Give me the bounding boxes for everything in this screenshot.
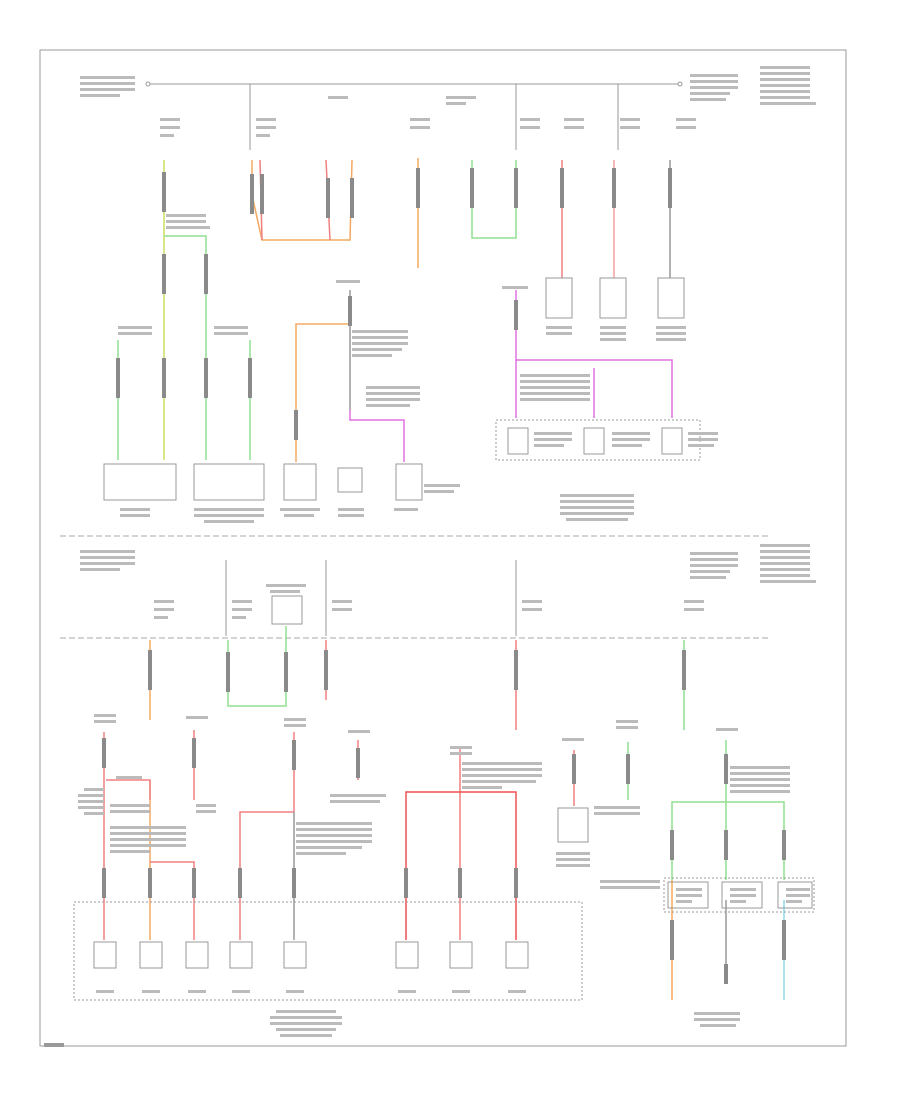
diagram-frame bbox=[39, 49, 847, 1047]
bottom-components bbox=[73, 807, 815, 1001]
connector-marks-bottom bbox=[102, 650, 786, 984]
component-fuse-c bbox=[657, 277, 685, 319]
footer-code-mark bbox=[44, 1043, 64, 1047]
top-fuse-branches bbox=[249, 84, 619, 150]
component-radio bbox=[395, 463, 423, 501]
bottom-fuse-branches bbox=[225, 560, 517, 636]
connector-marks-top bbox=[116, 168, 672, 440]
top-component-labels bbox=[118, 214, 718, 523]
fuse-labels-top bbox=[160, 96, 696, 137]
component-blower-relay bbox=[271, 595, 303, 625]
component-lh-headlamp bbox=[103, 463, 177, 501]
top-wires bbox=[117, 158, 673, 462]
bottom-bus-labels bbox=[80, 544, 816, 583]
component-fuse-a bbox=[545, 277, 573, 319]
component-horn bbox=[283, 463, 317, 501]
bottom-component-labels bbox=[78, 714, 810, 1037]
bus-right-text bbox=[690, 66, 816, 105]
component-cigar bbox=[337, 467, 363, 493]
component-fuse-b bbox=[599, 277, 627, 319]
bottom-fuse-labels bbox=[154, 584, 704, 619]
component-lh-turn-lamp bbox=[193, 463, 265, 501]
bus-left-text bbox=[80, 76, 135, 97]
component-transmission-module bbox=[557, 807, 589, 843]
bus-right-terminal bbox=[677, 81, 683, 87]
fuse-junction-panel bbox=[73, 901, 583, 1001]
bus-left-terminal bbox=[145, 81, 151, 87]
